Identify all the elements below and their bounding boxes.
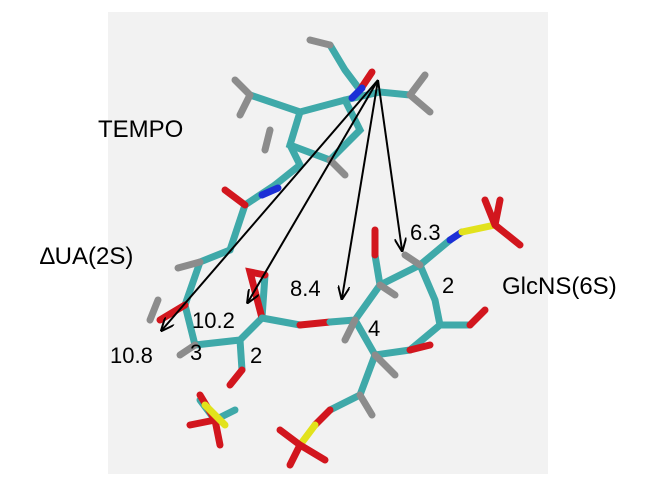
distance-label-6-3: 6.3 (410, 220, 441, 245)
glcns-label: GlcNS(6S) (502, 273, 617, 300)
arrow-10-2 (248, 79, 379, 302)
distance-label-8-4: 8.4 (290, 276, 321, 301)
arrow-10-8 (162, 79, 379, 330)
distance-arrows (162, 79, 402, 330)
distance-label-10-2: 10.2 (192, 308, 235, 333)
position-number-2-glcns: 2 (442, 273, 455, 298)
position-number-3: 3 (190, 340, 203, 365)
amide-linker (221, 181, 282, 254)
arrow-6-3 (377, 79, 402, 250)
dua-label: ∆UA(2S) (40, 243, 134, 270)
position-number-4: 4 (368, 316, 381, 341)
position-number-2-dua: 2 (250, 343, 263, 368)
tempo-label: TEMPO (98, 116, 184, 143)
glcns-ring (276, 196, 524, 469)
render-panel (108, 12, 548, 474)
arrow-8-4 (342, 79, 379, 298)
distance-label-10-8: 10.8 (110, 343, 153, 368)
glycosidic-linker (258, 314, 334, 329)
